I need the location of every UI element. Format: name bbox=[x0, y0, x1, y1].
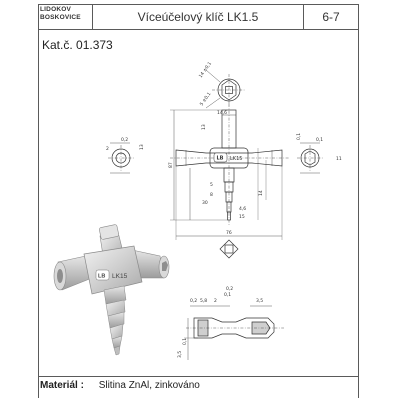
dim-bottom-6: 2 bbox=[214, 298, 217, 304]
dim-center-15: 15 bbox=[239, 214, 245, 220]
top-hex-view bbox=[205, 69, 246, 109]
material-line: Materiál : Slitina ZnAl, zinkováno bbox=[40, 380, 200, 391]
frame-left bbox=[38, 4, 39, 398]
dim-bottom-4: 3,5 bbox=[256, 298, 263, 304]
frame-divider-1 bbox=[92, 4, 93, 30]
dim-center-13: 13 bbox=[201, 124, 207, 130]
drawing-model-text: LK15 bbox=[230, 156, 242, 162]
center-front-view bbox=[170, 104, 290, 240]
drawing-logo-text: LB bbox=[217, 156, 224, 162]
dim-center-87: 87 bbox=[168, 162, 174, 168]
product-render: LB LK15 bbox=[53, 224, 170, 356]
dim-bottom-1: 0,2 bbox=[226, 286, 233, 292]
frame-divider-2 bbox=[303, 4, 304, 30]
frame-top bbox=[38, 4, 359, 5]
sheet-code: 6-7 bbox=[322, 10, 340, 24]
frame-right bbox=[358, 4, 359, 398]
render-logo-badge bbox=[95, 269, 110, 281]
bottom-section-view bbox=[184, 305, 284, 360]
right-end-view bbox=[297, 142, 323, 174]
render-model-text: LK15 bbox=[112, 273, 128, 280]
dim-bottom-width: 76 bbox=[226, 230, 232, 236]
company-name: LIDOKOV BOSKOVICE bbox=[40, 6, 86, 28]
dim-center-146: 14,6 bbox=[217, 110, 227, 116]
frame-header-bottom bbox=[38, 29, 359, 30]
material-label: Materiál : bbox=[40, 380, 84, 391]
dim-bottom-left-1: 0,1 bbox=[182, 338, 188, 345]
dim-center-5: 5 bbox=[210, 182, 213, 188]
dim-right-1: 0,1 bbox=[316, 137, 323, 143]
dim-top-hex-1: 14 ±0,1 bbox=[198, 61, 213, 79]
dim-left-3: 13 bbox=[139, 144, 145, 150]
dim-center-14: 14 bbox=[258, 190, 264, 196]
dim-bottom-2: 0,1 bbox=[224, 292, 231, 298]
dim-center-8: 8 bbox=[210, 192, 213, 198]
dim-left-1: 0,2 bbox=[121, 137, 128, 143]
dim-center-30: 30 bbox=[202, 200, 208, 206]
company-line-1: LIDOKOV bbox=[40, 6, 72, 13]
dim-right-3: 11 bbox=[336, 156, 342, 162]
company-line-2: BOSKOVICE bbox=[40, 13, 81, 21]
dim-bottom-left-2: 3,5 bbox=[177, 351, 183, 358]
logo-badge-drawing bbox=[213, 152, 228, 163]
dim-left-2: 2 bbox=[106, 146, 109, 152]
page-title: Víceúčelový klíč LK1.5 bbox=[137, 10, 259, 24]
catalog-number: Kat.č. 01.373 bbox=[42, 38, 113, 52]
dim-center-46: 4,6 bbox=[239, 206, 246, 212]
dim-bottom-3: 5,8 bbox=[200, 298, 207, 304]
dim-bottom-5: 0,2 bbox=[190, 298, 197, 304]
frame-bottom-rule bbox=[38, 376, 359, 377]
render-logo-text: LB bbox=[98, 274, 105, 280]
left-end-view bbox=[108, 142, 134, 174]
material-value: Slitina ZnAl, zinkováno bbox=[98, 380, 200, 391]
dim-right-2: 0,1 bbox=[296, 133, 302, 140]
bottom-square-view bbox=[219, 239, 239, 259]
